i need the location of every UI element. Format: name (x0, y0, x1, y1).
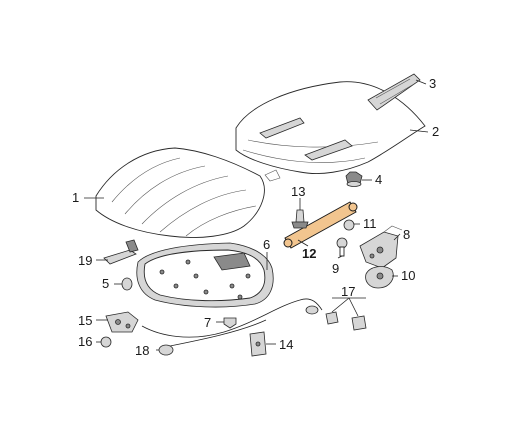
part-18-release-handle (158, 344, 174, 356)
callout-16: 16 (78, 334, 92, 349)
part-7-clip (223, 317, 237, 329)
part-1-hood-panel (95, 147, 265, 238)
part-11-grommet (343, 219, 355, 231)
part-12-hood-gas-strut (283, 201, 358, 249)
callout-9: 9 (332, 261, 339, 276)
callout-4: 4 (375, 172, 382, 187)
part-3-trim-piece (367, 73, 421, 111)
callout-13: 13 (291, 184, 305, 199)
callout-14: 14 (279, 337, 293, 352)
callout-10: 10 (401, 268, 415, 283)
callout-19: 19 (78, 253, 92, 268)
callout-1: 1 (72, 190, 79, 205)
callout-7: 7 (204, 315, 211, 330)
part-9-bolt (336, 237, 348, 257)
callout-3: 3 (429, 76, 436, 91)
leader-lines (84, 79, 429, 351)
callout-6: 6 (263, 237, 270, 252)
part-16-screw (100, 336, 112, 348)
callout-18: 18 (135, 343, 149, 358)
part-17-cable-clips (305, 305, 367, 331)
part-15-latch (105, 311, 139, 333)
part-10-hinge-bracket (365, 266, 394, 289)
part-13-stud-clip (291, 209, 309, 229)
callout-12: 12 (302, 246, 316, 261)
part-19-striker (103, 239, 139, 265)
callout-8: 8 (403, 227, 410, 242)
callout-2: 2 (432, 124, 439, 139)
callout-15: 15 (78, 313, 92, 328)
part-6-hood-inner-liner (136, 242, 274, 308)
part-4-bump-stop (345, 171, 363, 187)
part-5-plug (121, 277, 133, 291)
callout-5: 5 (102, 276, 109, 291)
callout-11: 11 (363, 216, 377, 231)
release-cable (141, 298, 323, 347)
callout-labels: 1 2 3 4 5 6 7 8 9 10 11 12 13 14 15 16 1… (72, 76, 439, 358)
callout-17: 17 (341, 284, 355, 299)
part-8-hood-hinge (359, 225, 403, 269)
part-14-bracket (249, 331, 267, 357)
